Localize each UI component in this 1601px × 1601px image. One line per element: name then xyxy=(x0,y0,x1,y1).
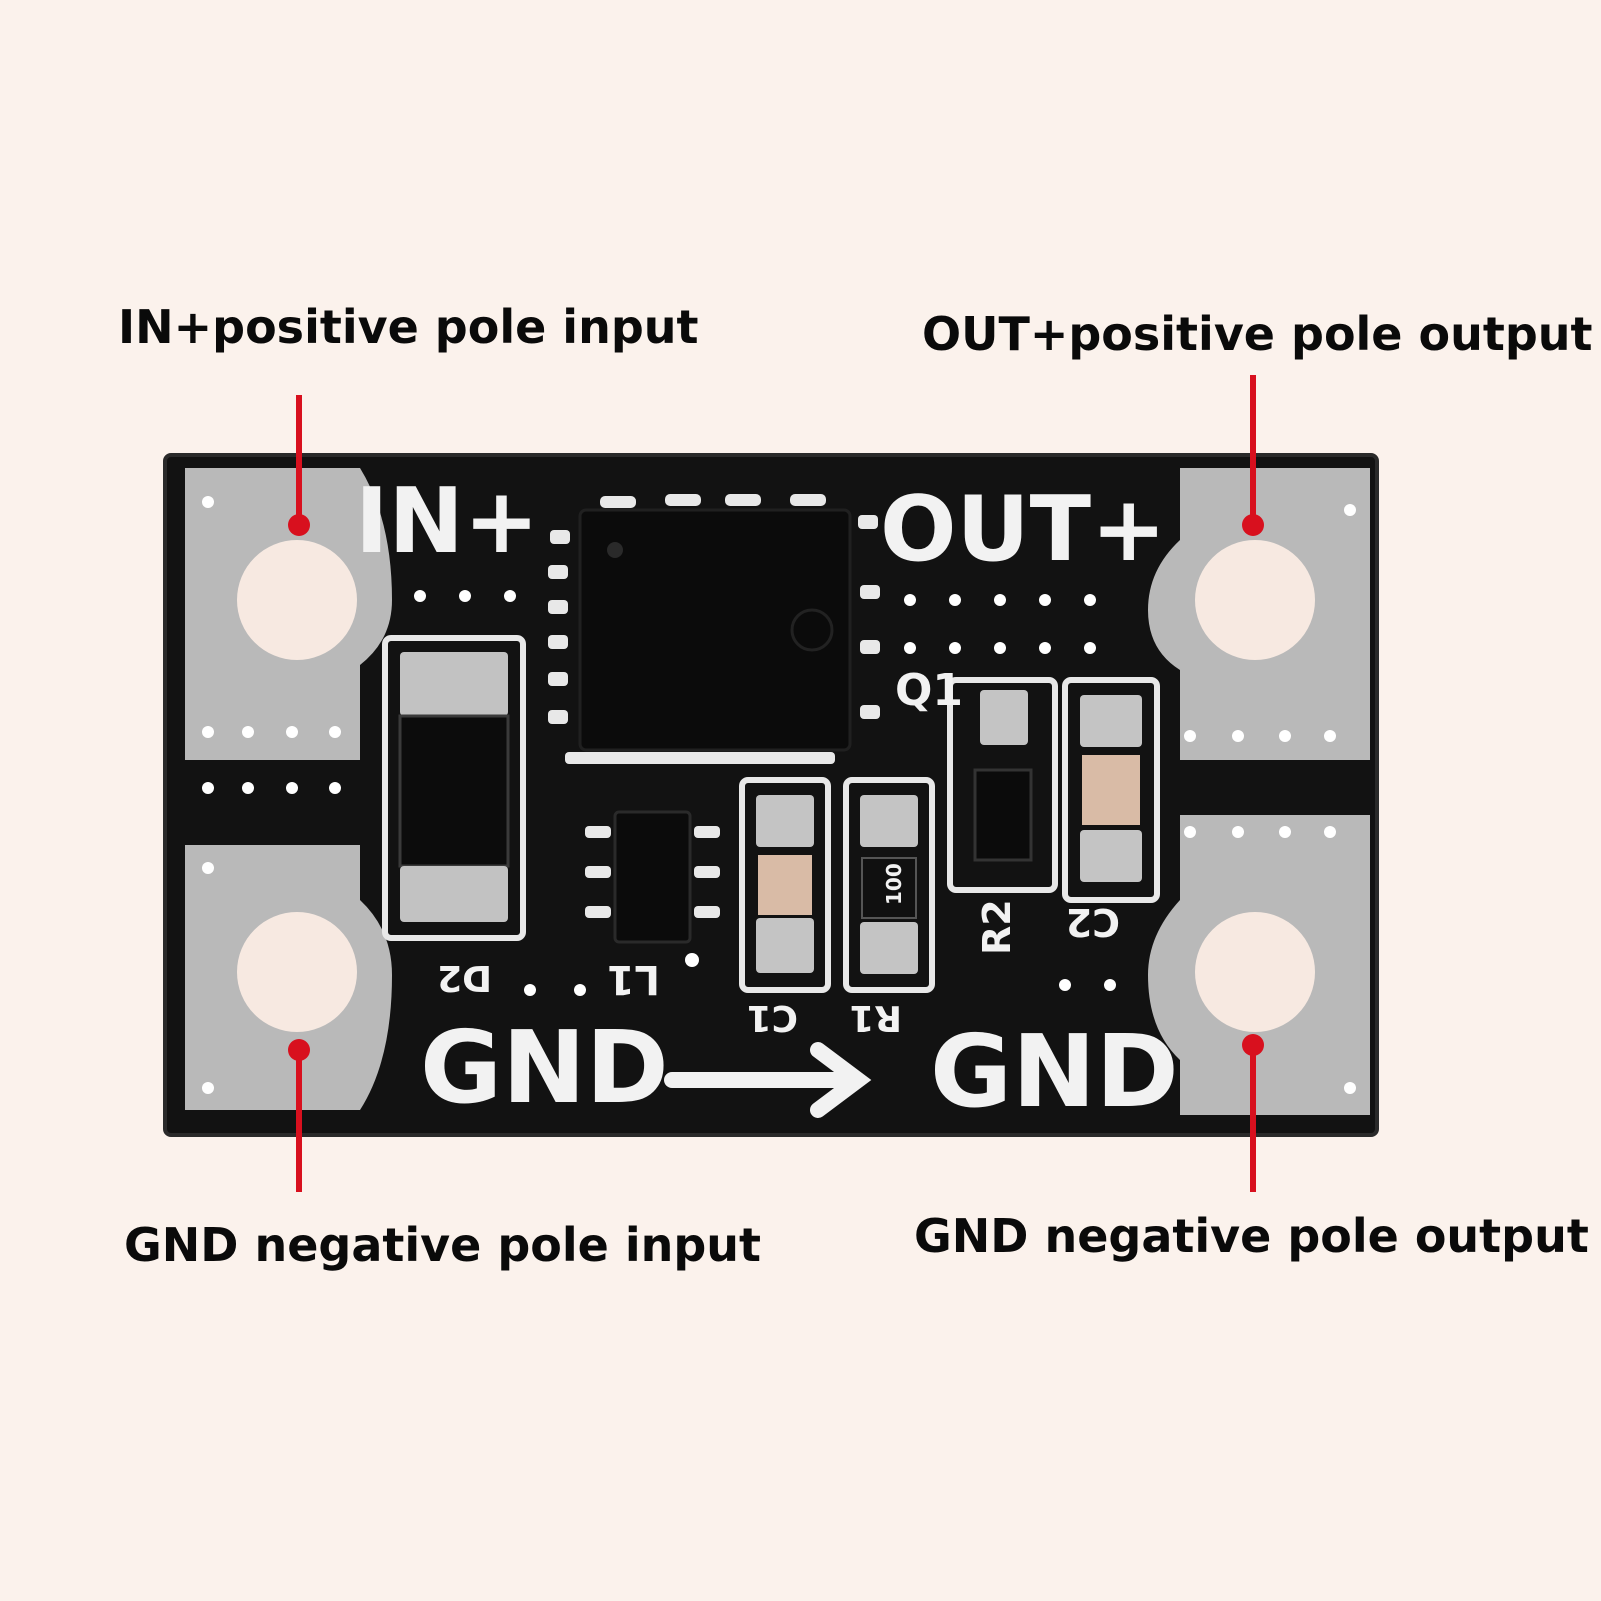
pad-in-positive xyxy=(185,468,392,760)
pad-gnd-output xyxy=(1148,815,1370,1115)
callout-gnd-negative-input: GND negative pole input xyxy=(124,1218,762,1272)
ic-pins-left xyxy=(548,530,570,724)
silk-gnd-left: GND xyxy=(420,1009,669,1126)
resistor-r1 xyxy=(843,777,935,993)
main-ic-chip xyxy=(578,508,852,752)
leader-gnd-input xyxy=(288,1039,310,1192)
silk-d2: D2 xyxy=(437,957,492,998)
silk-gnd-right: GND xyxy=(930,1013,1179,1130)
transistor-q1 xyxy=(947,677,1058,893)
leader-out-positive xyxy=(1242,375,1264,536)
leader-gnd-output xyxy=(1242,1034,1264,1192)
silk-r2: R2 xyxy=(975,899,1019,955)
diode-d2 xyxy=(382,635,526,941)
silk-q1: Q1 xyxy=(895,665,963,716)
silk-in-plus: IN+ xyxy=(355,469,539,574)
inductor-l1 xyxy=(585,810,720,944)
ic-pins-right xyxy=(858,515,880,719)
callout-out-positive-output: OUT+positive pole output xyxy=(922,307,1593,361)
silk-l1: L1 xyxy=(607,956,660,1002)
silk-c2: C2 xyxy=(1066,900,1120,944)
silk-r1: R1 xyxy=(849,997,902,1038)
via-holes xyxy=(202,496,1356,1094)
ic-pins-top xyxy=(600,494,826,508)
capacitor-c1 xyxy=(739,777,831,993)
silk-out-plus: OUT+ xyxy=(880,477,1166,582)
callout-gnd-negative-output: GND negative pole output xyxy=(914,1209,1589,1263)
pcb-board-edge xyxy=(163,453,1379,1137)
leader-in-positive xyxy=(288,395,310,536)
gnd-arrow xyxy=(664,1042,872,1118)
pad-out-positive xyxy=(1148,468,1370,760)
silkscreen-bar xyxy=(565,752,835,764)
silk-resistor-code: 100 xyxy=(882,863,906,905)
capacitor-c2 xyxy=(1062,677,1160,903)
pad-gnd-input xyxy=(185,845,392,1110)
silk-c1: C1 xyxy=(747,997,798,1038)
callout-in-positive-input: IN+positive pole input xyxy=(118,300,699,354)
